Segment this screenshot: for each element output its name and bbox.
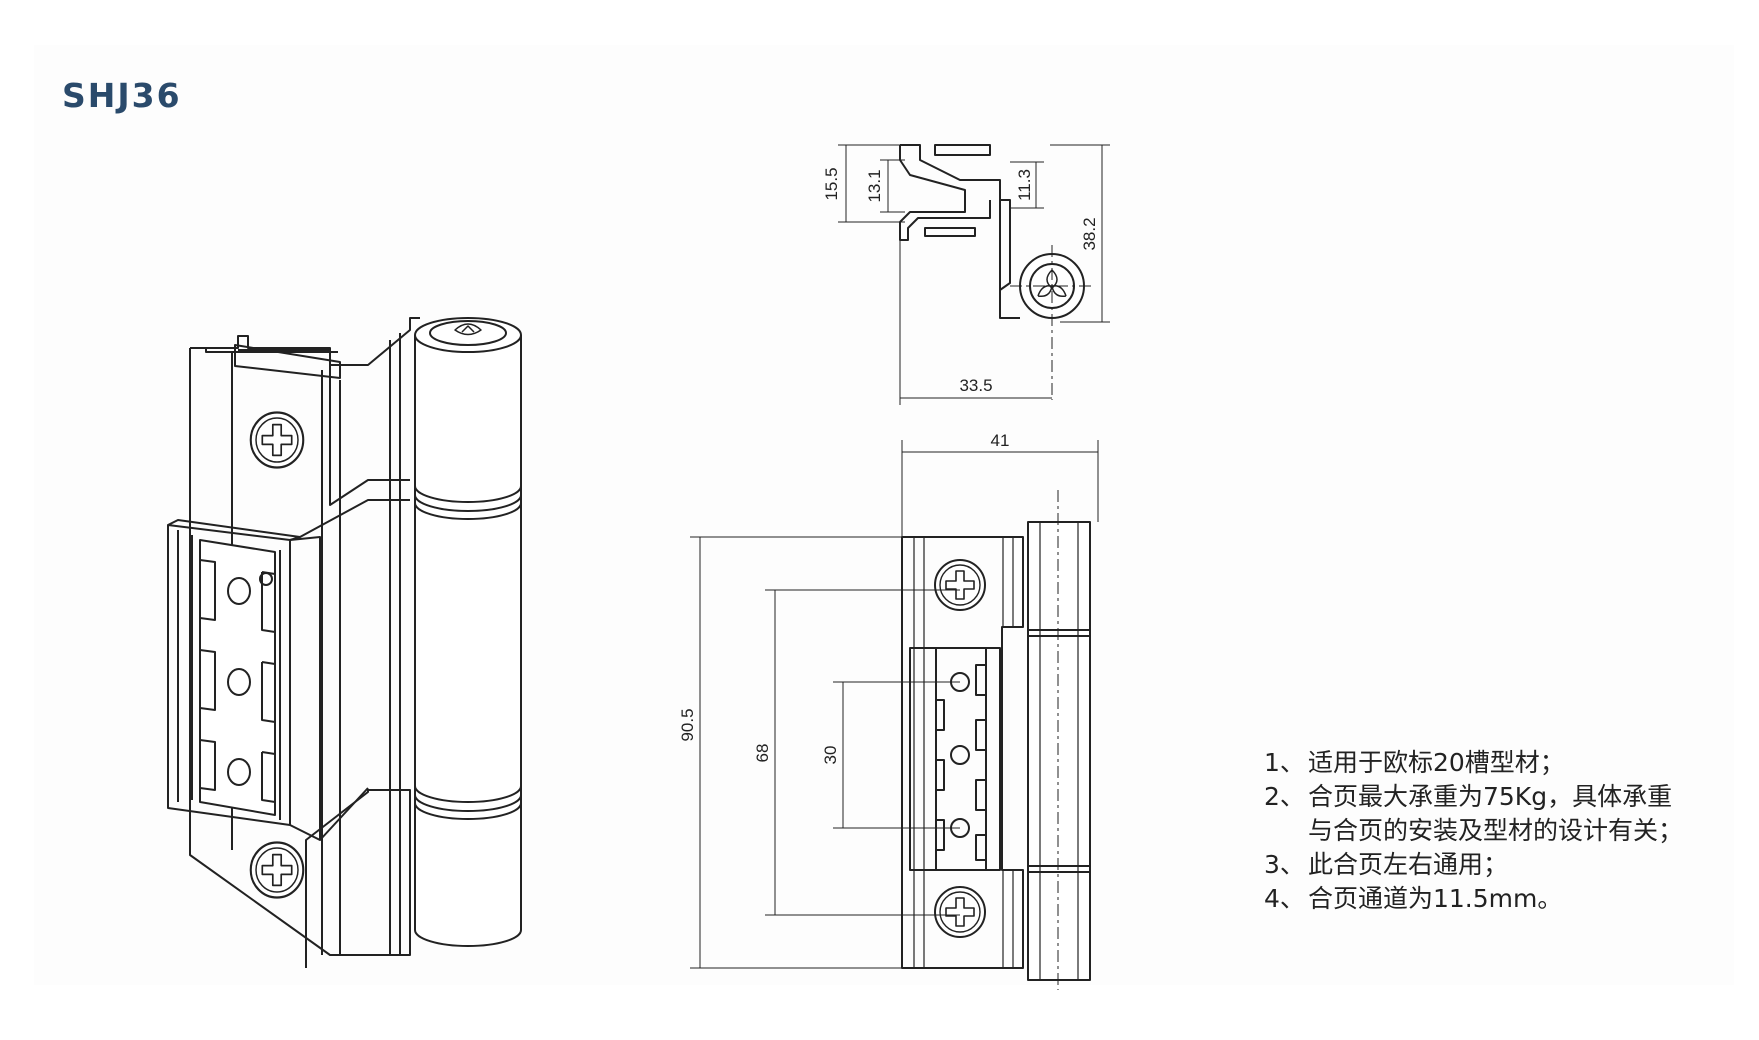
dim-13-1: 13.1: [865, 169, 884, 202]
hinge-isometric-view: [167, 317, 522, 968]
dim-38-2: 38.2: [1080, 217, 1099, 250]
dim-33-5: 33.5: [959, 376, 992, 395]
dim-41: 41: [991, 431, 1010, 450]
hinge-top-view: [899, 144, 1095, 400]
dim-30: 30: [821, 746, 840, 765]
note-item: 4、合页通道为11.5mm。: [1264, 884, 1563, 913]
top-view-dimension-lines: [838, 144, 1110, 405]
front-view-dimension-lines: [690, 440, 1099, 969]
dim-68: 68: [753, 744, 772, 763]
product-title: SHJ36: [62, 76, 182, 115]
hinge-front-view: [901, 490, 1091, 990]
dim-11-3: 11.3: [1015, 169, 1034, 201]
dimension-labels: 15.5 13.1 11.3 38.2 33.5 41 90.5 68 30: [678, 167, 1099, 764]
dim-15-5: 15.5: [822, 167, 841, 200]
dim-90-5: 90.5: [678, 708, 697, 741]
note-item: 2、合页最大承重为75Kg，具体承重与合页的安装及型材的设计有关；: [1264, 782, 1684, 845]
note-item: 1、适用于欧标20槽型材；: [1264, 748, 1565, 777]
spec-notes: 1、适用于欧标20槽型材； 2、合页最大承重为75Kg，具体承重与合页的安装及型…: [1264, 746, 1684, 916]
note-item: 3、此合页左右通用；: [1264, 850, 1509, 879]
